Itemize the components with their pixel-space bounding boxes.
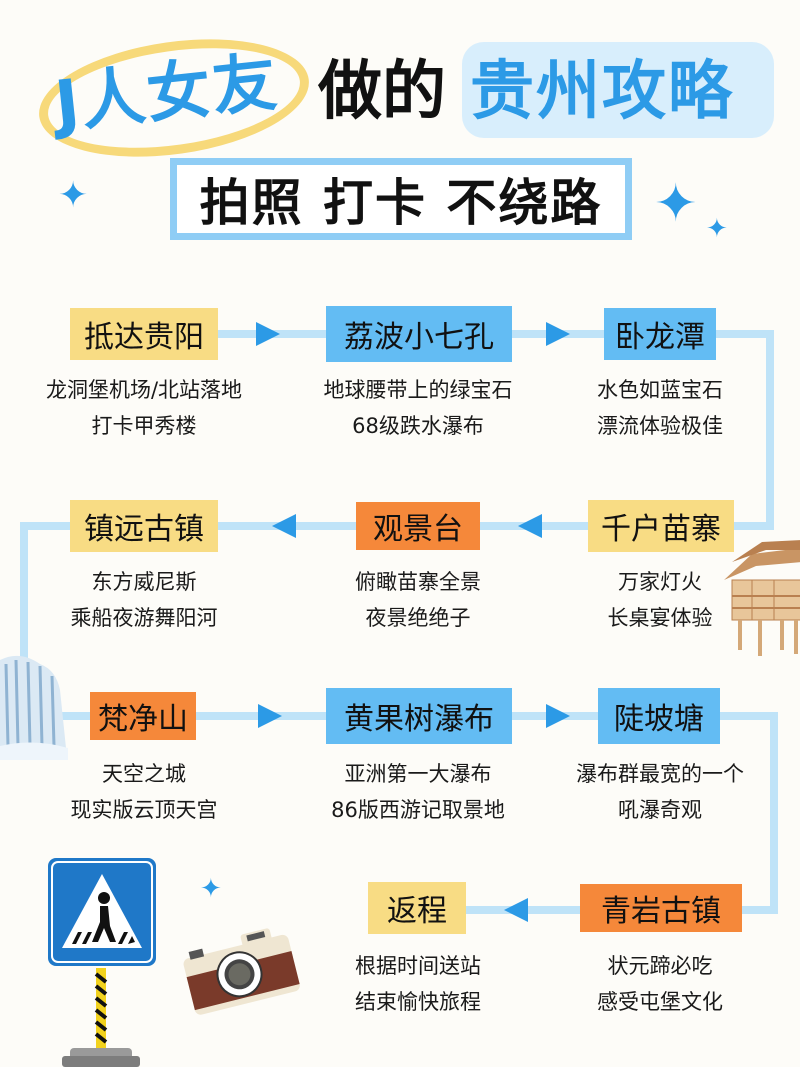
stop-huangguoshu: 黄果树瀑布 [326, 688, 512, 744]
stop-return: 返程 [368, 882, 466, 934]
stop-guanjingtai: 观景台 [356, 502, 480, 550]
camera-illustration [183, 928, 300, 1015]
arrow-left-icon [504, 898, 528, 922]
stop-description: 东方威尼斯 乘船夜游舞阳河 [70, 570, 218, 630]
stop-description: 水色如蓝宝石 漂流体验极佳 [597, 378, 723, 438]
stop-qianhu-miaozhai: 千户苗寨 [588, 500, 734, 552]
stop-qingyan: 青岩古镇 [580, 884, 742, 932]
sparkle-icon: ✦ [654, 174, 698, 234]
stop-libo: 荔波小七孔 [326, 306, 512, 362]
subtitle-box: 拍照 打卡 不绕路 [170, 158, 632, 240]
connector-line [770, 712, 778, 912]
waterfall-illustration [0, 655, 68, 760]
title-part-2: 做的 [318, 55, 446, 129]
title-part-3: 贵州攻略 [470, 55, 734, 129]
arrow-left-icon [272, 514, 296, 538]
sparkle-icon: ✦ [706, 214, 728, 244]
arrow-right-icon [258, 704, 282, 728]
arrow-left-icon [518, 514, 542, 538]
sparkle-icon: ✦ [58, 175, 89, 216]
arrow-right-icon [256, 322, 280, 346]
stop-description: 俯瞰苗寨全景 夜景绝绝子 [355, 570, 481, 630]
stop-description: 龙洞堡机场/北站落地 打卡甲秀楼 [45, 378, 243, 438]
stop-description: 天空之城 现实版云顶天宫 [70, 762, 218, 822]
stop-zhenyuan: 镇远古镇 [70, 500, 218, 552]
title-highlight-box [462, 42, 774, 138]
stop-wolongtan: 卧龙潭 [604, 308, 716, 360]
connector-line [20, 522, 28, 718]
arrow-right-icon [546, 704, 570, 728]
stop-description: 地球腰带上的绿宝石 68级跌水瀑布 [323, 378, 513, 438]
stop-description: 根据时间送站 结束愉快旅程 [355, 954, 481, 1014]
sparkle-icon: ✦ [200, 874, 222, 904]
pedestrian-crossing-sign-illustration [48, 858, 156, 1067]
connector-line [766, 330, 774, 530]
arrow-right-icon [546, 322, 570, 346]
stop-guiyang: 抵达贵阳 [70, 308, 218, 360]
stop-fanjingshan: 梵净山 [90, 692, 196, 740]
subtitle: 拍照 打卡 不绕路 [199, 174, 603, 232]
stop-description: 状元蹄必吃 感受屯堡文化 [597, 954, 723, 1014]
stop-doupotang: 陡坡塘 [598, 688, 720, 744]
stop-description: 亚洲第一大瀑布 86版西游记取景地 [331, 762, 505, 822]
stop-description: 万家灯火 长桌宴体验 [607, 570, 713, 630]
stop-description: 瀑布群最宽的一个 吼瀑奇观 [576, 762, 744, 822]
stilt-house-illustration [724, 540, 800, 656]
